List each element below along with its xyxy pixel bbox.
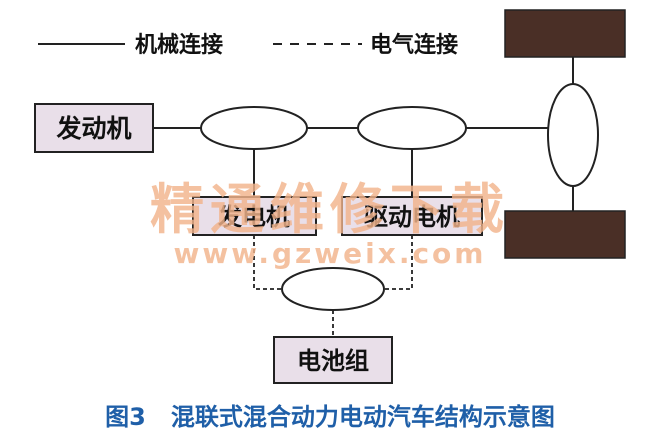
differential-ellipse [547,83,599,187]
generator-box [192,196,317,236]
battery-label: 电池组 [297,347,369,375]
power-split-ellipse [200,106,308,150]
drive-motor-box [341,196,483,236]
figure-caption: 图3 混联式混合动力电动汽车结构示意图 [105,403,555,431]
drive-motor-to-converter [385,235,413,290]
mechanical-connections [153,57,574,211]
electrical-connections [253,235,413,337]
legend-mechanical-label: 机械连接 [135,32,223,58]
engine-label: 发动机 [55,114,131,143]
watermark: 精通维修下载 www.gzweix.com [150,177,510,270]
converter-ellipse [281,267,385,311]
watermark-url: www.gzweix.com [174,237,487,270]
watermark-text: 精通维修下载 [150,177,510,241]
generator-to-converter [253,235,282,290]
engine-box [34,103,154,153]
wheel-top [504,9,626,58]
legend: 机械连接 电气连接 [38,32,458,58]
battery-box [273,336,393,384]
legend-electrical-label: 电气连接 [370,32,458,58]
drive-motor-label: 驱动电机 [364,203,460,231]
generator-label: 发电机 [217,203,290,231]
wheel-bottom [504,210,626,259]
gear-coupling-ellipse [357,106,467,150]
